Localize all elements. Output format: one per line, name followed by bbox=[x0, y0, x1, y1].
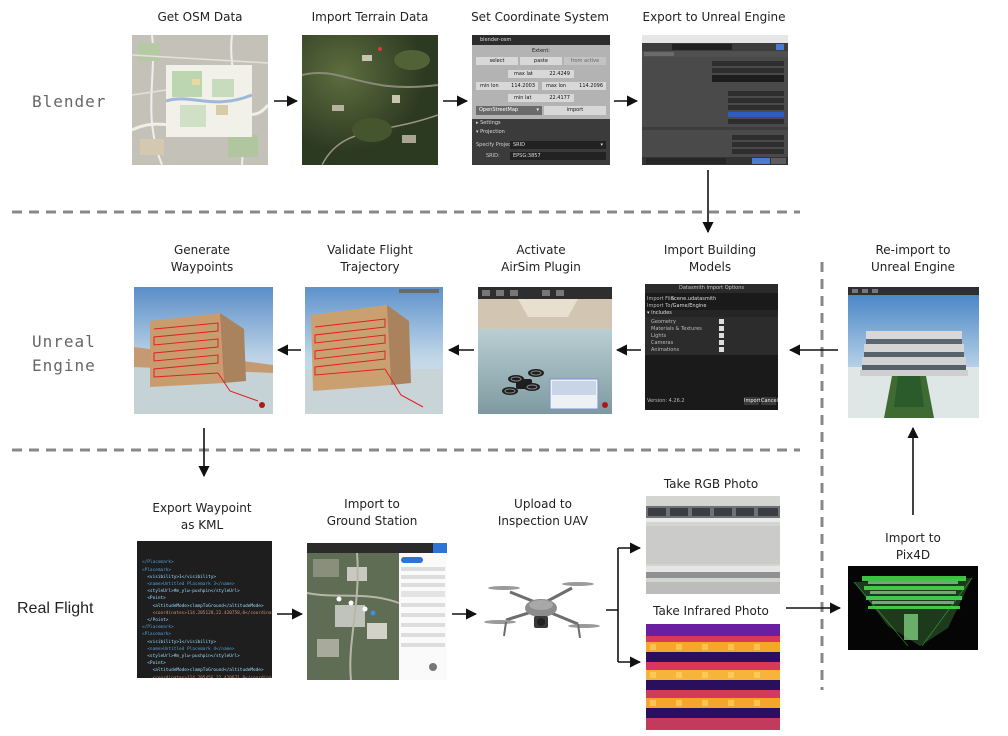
kml-code-line: <Placemark> bbox=[142, 632, 172, 638]
kml-code-line: </Placemark> bbox=[142, 625, 174, 631]
kml-code-line: <visibility>1</visibility> bbox=[142, 639, 217, 645]
settings-section[interactable]: ▸ Settings bbox=[472, 119, 610, 128]
airsim-plugin-image bbox=[478, 287, 612, 414]
specify-projection-label: Specify Projec bbox=[476, 142, 511, 148]
kml-code-line: <Placemark> bbox=[142, 567, 172, 573]
option-materials: Materials & Textures bbox=[651, 326, 702, 332]
kml-code-line: <name>Untitled Placemark 4</name> bbox=[142, 646, 235, 652]
step-label-rgb: Take RGB Photo bbox=[663, 477, 759, 491]
includes-section[interactable]: ▾ Includes bbox=[645, 310, 778, 317]
osm-map-image bbox=[132, 35, 268, 165]
source-dropdown[interactable]: OpenStreetMap▾ bbox=[476, 106, 542, 115]
reimport-unreal-image bbox=[848, 287, 979, 418]
srid-label: SRID: bbox=[486, 153, 500, 159]
blender-osm-panel: blender-osm Extent: select paste from ac… bbox=[472, 35, 610, 165]
projection-section[interactable]: ▾ Projection bbox=[472, 128, 610, 137]
kml-code-line: </Placemark> bbox=[142, 560, 174, 566]
kml-code-line: <styleUrl>#m_ylw-pushpin</styleUrl> bbox=[142, 589, 240, 595]
step-label-coord: Set Coordinate System bbox=[471, 10, 609, 24]
terrain-image bbox=[302, 35, 438, 165]
kml-code-line: <styleUrl>#m_ylw-pushpin</styleUrl> bbox=[142, 654, 240, 660]
kml-code-line: <Point> bbox=[142, 596, 166, 602]
infrared-photo-image bbox=[646, 624, 780, 730]
select-button[interactable]: select bbox=[476, 57, 518, 65]
checkbox-materials[interactable] bbox=[719, 326, 724, 331]
import-file-label: Import File: bbox=[647, 296, 676, 302]
blender-osm-header: blender-osm bbox=[472, 35, 610, 45]
checkbox-animations[interactable] bbox=[719, 347, 724, 352]
extent-label: Extent: bbox=[532, 48, 550, 54]
checkbox-cameras[interactable] bbox=[719, 340, 724, 345]
rgb-photo-image bbox=[646, 496, 780, 594]
kml-code-line: <name>Untitled Placemark 3</name> bbox=[142, 582, 235, 588]
import-button[interactable]: import bbox=[544, 106, 606, 115]
paste-button[interactable]: paste bbox=[520, 57, 562, 65]
option-lights: Lights bbox=[651, 333, 667, 339]
checkbox-geometry[interactable] bbox=[719, 319, 724, 324]
srid-field[interactable]: EPSG:3857 bbox=[510, 152, 606, 160]
datasmith-import-dialog: Datasmith Import Options Import File: Sc… bbox=[645, 284, 778, 410]
kml-code-lines: </Placemark><Placemark> <visibility>1</v… bbox=[142, 559, 272, 678]
kml-code-line: <Point> bbox=[142, 661, 166, 667]
kml-code-line: <coordinates>114.205456,22.420671,0</coo… bbox=[142, 675, 272, 678]
pix4d-model-image bbox=[848, 566, 978, 650]
row-label-unreal-line2: Engine bbox=[32, 356, 96, 375]
kml-code-line: <altitudeMode>clampToGround</altitudeMod… bbox=[142, 668, 264, 674]
step-label-terrain: Import Terrain Data bbox=[311, 10, 429, 24]
arrow-uav-branch bbox=[606, 548, 619, 662]
row-label-real-flight: Real Flight bbox=[17, 600, 94, 617]
row-label-blender: Blender bbox=[32, 92, 107, 111]
kml-code-editor: </Placemark><Placemark> <visibility>1</v… bbox=[137, 541, 272, 678]
generate-waypoints-image bbox=[134, 287, 273, 414]
import-file-value: Scene.udatasmith bbox=[671, 296, 717, 302]
inspection-uav-image bbox=[480, 566, 602, 650]
import-to-label: Import To: bbox=[647, 303, 673, 309]
datasmith-title: Datasmith Import Options bbox=[645, 284, 778, 293]
option-cameras: Cameras bbox=[651, 340, 674, 346]
step-label-export-ue: Export to Unreal Engine bbox=[642, 10, 786, 24]
from-active-button[interactable]: from active bbox=[564, 57, 606, 65]
specify-projection-dropdown[interactable]: SRID▾ bbox=[510, 141, 606, 149]
checkbox-lights[interactable] bbox=[719, 333, 724, 338]
import-to-value: /Game/Engine bbox=[671, 303, 707, 309]
datasmith-import-button[interactable]: Import bbox=[744, 397, 761, 405]
ground-station-image bbox=[307, 543, 447, 680]
datasmith-version: Version: 4.26.2 bbox=[647, 398, 685, 404]
row-label-unreal: Unreal Engine bbox=[32, 330, 96, 378]
kml-code-line: <coordinates>114.205128,22.420758,0</coo… bbox=[142, 610, 272, 616]
export-dialog-image bbox=[642, 35, 788, 165]
row-label-unreal-line1: Unreal bbox=[32, 332, 96, 351]
kml-code-line: <altitudeMode>clampToGround</altitudeMod… bbox=[142, 603, 264, 609]
option-animations: Animations bbox=[651, 347, 680, 353]
option-geometry: Geometry bbox=[651, 319, 676, 325]
step-label-ir: Take Infrared Photo bbox=[653, 604, 769, 618]
datasmith-cancel-button[interactable]: Cancel bbox=[761, 397, 778, 405]
kml-code-line: <visibility>1</visibility> bbox=[142, 574, 217, 580]
step-label-osm: Get OSM Data bbox=[157, 10, 243, 24]
validate-trajectory-image bbox=[305, 287, 443, 414]
kml-code-line: </Point> bbox=[142, 618, 169, 624]
